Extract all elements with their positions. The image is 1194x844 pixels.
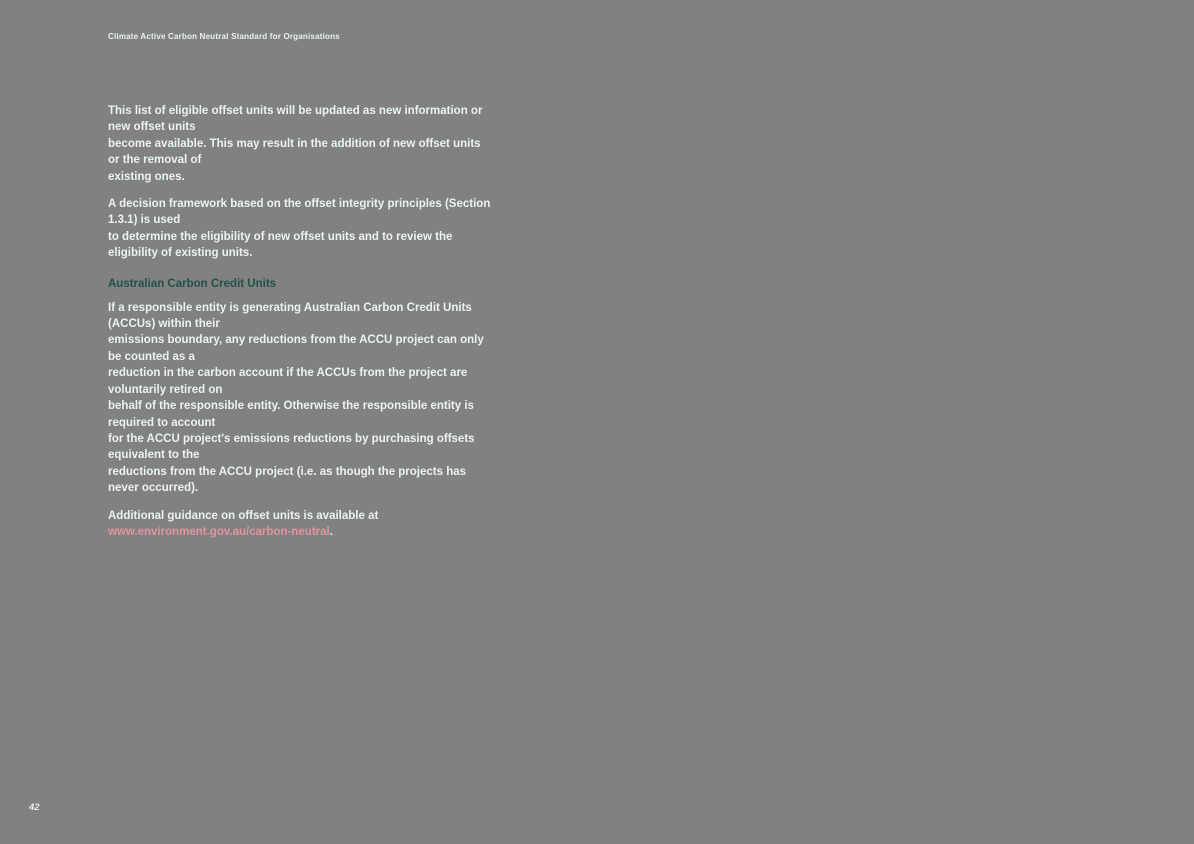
additional-guidance-text: Additional guidance on offset units is a…: [108, 509, 379, 522]
carbon-neutral-website-link[interactable]: www.environment.gov.au/carbon-neutral: [108, 525, 330, 538]
running-header: Climate Active Carbon Neutral Standard f…: [108, 32, 340, 41]
paragraph-additional-guidance: Additional guidance on offset units is a…: [108, 508, 492, 541]
paragraph-eligible-offset-units: This list of eligible offset units will …: [108, 105, 483, 183]
section-heading-accu: Australian Carbon Credit Units: [108, 277, 277, 290]
paragraph-decision-framework: A decision framework based on the offset…: [108, 198, 491, 260]
page-number: 42: [29, 802, 40, 813]
paragraph-accu-details: If a responsible entity is generating Au…: [108, 301, 484, 495]
sentence-period: .: [329, 525, 333, 538]
page-content: This list of eligible offset units will …: [108, 103, 492, 551]
